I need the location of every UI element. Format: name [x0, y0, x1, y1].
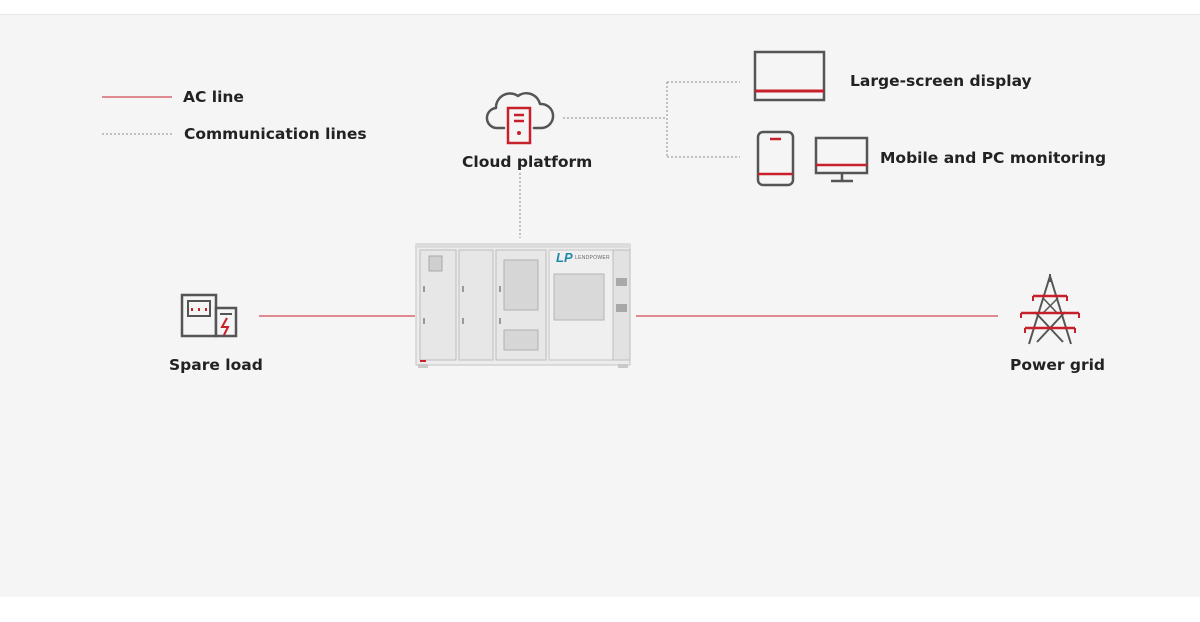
large-screen-icon — [753, 50, 826, 102]
mobile-pc-label: Mobile and PC monitoring — [880, 149, 1107, 167]
legend-communication-lines-label: Communication lines — [184, 125, 367, 143]
power-grid-label: Power grid — [1010, 356, 1106, 374]
pc-monitor-icon — [814, 136, 869, 183]
legend-ac-line-label: AC line — [183, 88, 244, 106]
energy-storage-cabinet — [415, 243, 631, 368]
mobile-phone-icon — [756, 130, 795, 187]
large-screen-label: Large-screen display — [850, 72, 1032, 90]
spare-load-label: Spare load — [169, 356, 263, 374]
power-tower-icon — [1020, 274, 1080, 345]
spare-load-icon — [180, 293, 238, 338]
cloud-server-icon — [485, 91, 555, 145]
cabinet-brand-text: LENDPOWER — [575, 255, 610, 261]
cloud-platform-label: Cloud platform — [462, 153, 593, 171]
legend-ac-line-sample — [102, 96, 172, 98]
cabinet-brand-mark: LP — [556, 250, 573, 265]
